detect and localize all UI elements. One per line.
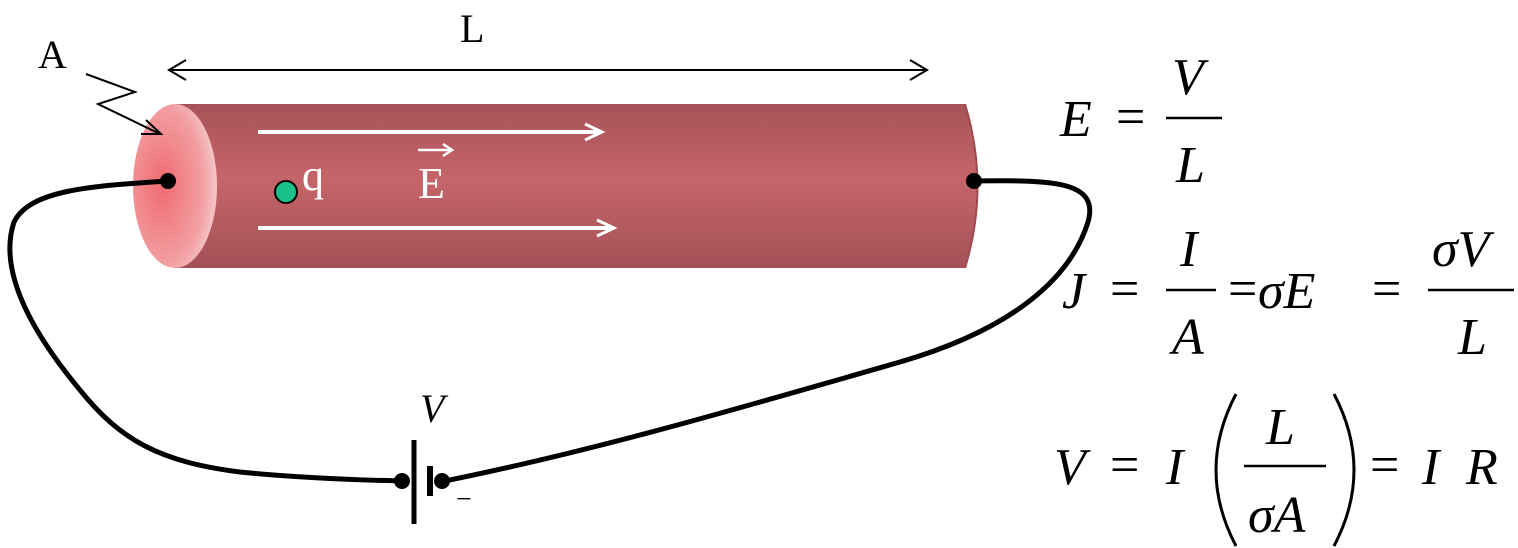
rod-end-face <box>133 104 217 268</box>
eq3-numerator: L <box>1265 399 1295 456</box>
area-pointer <box>85 73 161 135</box>
battery-minus-label: − <box>456 484 472 515</box>
length-arrowhead-left <box>167 59 187 81</box>
eq3-equals-2: = <box>1370 437 1399 494</box>
charge-dot <box>274 180 298 204</box>
length-arrowhead-right <box>909 59 929 81</box>
eq2-numerator-2: σV <box>1432 221 1495 278</box>
field-vector-arrow <box>418 142 455 158</box>
eq3-lhs: V <box>1054 439 1091 496</box>
eq2-middle-term: σE <box>1258 263 1315 320</box>
field-arrowhead-bottom <box>596 218 618 238</box>
eq3-equals-1: = <box>1110 437 1139 494</box>
field-arrowhead-top <box>584 122 606 142</box>
eq1-equals: = <box>1116 89 1145 146</box>
charge-label: q <box>302 151 324 200</box>
eq2-numerator-1: I <box>1179 221 1200 278</box>
eq3-right-paren <box>1332 393 1356 547</box>
eq2-equals-2: = <box>1228 261 1257 318</box>
area-label: A <box>38 32 67 77</box>
eq1-lhs: E <box>1059 91 1092 148</box>
length-label: L <box>460 6 484 51</box>
field-label: E <box>418 159 445 208</box>
eq2-denominator-1: A <box>1169 309 1204 366</box>
eq3-rhs-resistance: R <box>1465 439 1498 496</box>
right-terminal <box>966 173 982 189</box>
eq3-left-paren <box>1214 393 1238 547</box>
right-wire <box>439 178 1093 485</box>
eq1-numerator: V <box>1172 49 1209 106</box>
battery-voltage-label: V <box>420 386 449 431</box>
eq2-equals-1: = <box>1110 261 1139 318</box>
left-wire <box>7 178 403 484</box>
battery-right-node <box>434 473 450 489</box>
eq2-lhs: J <box>1062 263 1088 320</box>
area-pointer-head <box>141 119 164 135</box>
left-terminal <box>160 173 176 189</box>
eq3-denominator: σA <box>1248 487 1306 544</box>
eq3-current: I <box>1165 439 1186 496</box>
battery-left-node <box>394 473 410 489</box>
eq3-rhs-current: I <box>1421 439 1442 496</box>
eq2-equals-3: = <box>1372 261 1401 318</box>
eq2-denominator-2: L <box>1457 309 1487 366</box>
eq1-denominator: L <box>1175 137 1205 194</box>
